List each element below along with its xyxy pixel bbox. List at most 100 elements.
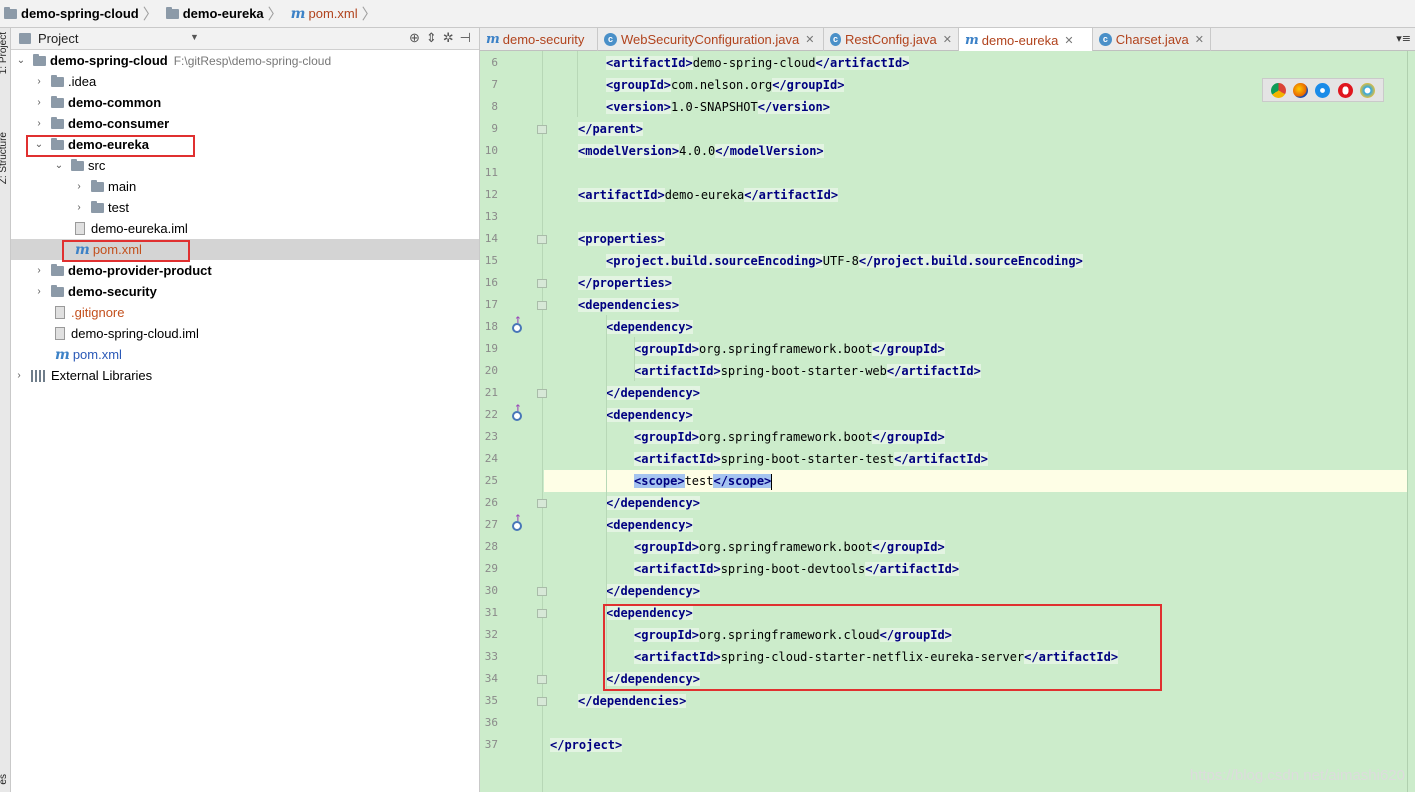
code-line: <properties> <box>544 228 1415 250</box>
tree-node-label: demo-eureka <box>68 137 149 152</box>
project-panel: Project ▼ ⊕ ⇕ ✲ ⊣ ⌄ demo-spring-cloud F:… <box>11 28 480 792</box>
fold-marker-icon[interactable] <box>537 675 547 684</box>
tree-node-idea[interactable]: › .idea <box>11 71 479 92</box>
tree-node-demo-spring-cloud-iml[interactable]: demo-spring-cloud.iml <box>11 323 479 344</box>
xml-open-tag: <version> <box>606 100 672 114</box>
tree-node-demo-spring-cloud[interactable]: ⌄ demo-spring-cloud F:\gitResp\demo-spri… <box>11 50 479 71</box>
xml-text: demo-eureka <box>664 188 745 202</box>
override-marker-icon[interactable]: ↑ <box>510 404 524 422</box>
xml-close-tag: </dependency> <box>606 584 700 598</box>
tree-node-demo-security[interactable]: › demo-security <box>11 281 479 302</box>
project-panel-title[interactable]: Project <box>38 31 79 46</box>
fold-marker-icon[interactable] <box>537 587 547 596</box>
chevron-down-icon[interactable]: ⌄ <box>34 139 44 150</box>
code-line: <dependency> <box>544 316 1415 338</box>
opera-icon[interactable] <box>1337 82 1353 98</box>
breadcrumb-item-file[interactable]: m pom.xml 〉 <box>287 0 381 28</box>
chevron-right-icon[interactable]: › <box>37 118 41 129</box>
close-icon[interactable]: ✕ <box>1194 34 1204 46</box>
tree-node-src[interactable]: ⌄ src <box>11 155 479 176</box>
line-number: 12 <box>484 188 498 201</box>
collapse-all-icon[interactable]: ⇕ <box>425 30 437 45</box>
code-line: </dependencies> <box>544 690 1415 712</box>
hide-panel-icon[interactable]: ⊣ <box>459 30 471 45</box>
code-line: <artifactId>spring-boot-devtools</artifa… <box>544 558 1415 580</box>
tab-restconfig[interactable]: c RestConfig.java ✕ <box>824 28 959 51</box>
tree-node-demo-consumer[interactable]: › demo-consumer <box>11 113 479 134</box>
chevron-right-icon[interactable]: › <box>77 202 81 213</box>
fold-marker-icon[interactable] <box>537 279 547 288</box>
tree-node-gitignore[interactable]: .gitignore <box>11 302 479 323</box>
fold-marker-icon[interactable] <box>537 301 547 310</box>
chevron-down-icon[interactable]: ⌄ <box>54 160 64 171</box>
close-icon[interactable]: ✕ <box>942 34 952 46</box>
tree-node-demo-provider-product[interactable]: › demo-provider-product <box>11 260 479 281</box>
xml-text: test <box>684 474 714 488</box>
chevron-down-icon[interactable]: ⌄ <box>16 55 26 66</box>
module-folder-icon <box>51 263 64 276</box>
xml-open-tag: <scope> <box>634 474 685 488</box>
bottom-tool-tab[interactable]: es <box>0 774 9 785</box>
fold-marker-icon[interactable] <box>537 609 547 618</box>
gear-icon[interactable]: ✲ <box>442 30 454 45</box>
tree-node-demo-common[interactable]: › demo-common <box>11 92 479 113</box>
tree-node-demo-eureka-iml[interactable]: demo-eureka.iml <box>11 218 479 239</box>
tab-demo-eureka-active[interactable]: m demo-eureka ✕ <box>959 28 1093 52</box>
tree-node-test[interactable]: › test <box>11 197 479 218</box>
close-icon[interactable]: ✕ <box>1064 34 1074 47</box>
line-number: 26 <box>484 496 498 509</box>
chevron-right-icon[interactable]: › <box>37 76 41 87</box>
maven-icon: m <box>75 241 90 258</box>
tree-node-root-pom-xml[interactable]: m pom.xml <box>11 344 479 365</box>
editor-scrollbar[interactable] <box>1407 51 1415 792</box>
fold-marker-icon[interactable] <box>537 499 547 508</box>
module-folder-icon <box>51 95 64 108</box>
override-marker-icon[interactable]: ↑ <box>510 316 524 334</box>
structure-tool-tab[interactable]: Z: Structure <box>0 132 9 185</box>
close-icon[interactable]: ✕ <box>805 34 815 46</box>
code-line: </project> <box>544 734 1415 756</box>
code-line: <project.build.sourceEncoding>UTF-8</pro… <box>544 250 1415 272</box>
tab-websecurityconfiguration[interactable]: c WebSecurityConfiguration.java ✕ <box>598 28 824 51</box>
line-number: 27 <box>484 518 498 531</box>
code-line: </dependency> <box>544 668 1415 690</box>
tree-node-main[interactable]: › main <box>11 176 479 197</box>
tree-node-pom-xml-selected[interactable]: m pom.xml <box>11 239 479 260</box>
tab-demo-security[interactable]: m demo-security <box>480 28 598 51</box>
code-line: <artifactId>spring-boot-starter-test</ar… <box>544 448 1415 470</box>
tab-charset[interactable]: c Charset.java ✕ <box>1093 28 1211 51</box>
code-line: <artifactId>demo-eureka</artifactId> <box>544 184 1415 206</box>
chevron-right-icon[interactable]: › <box>77 181 81 192</box>
line-number: 17 <box>484 298 498 311</box>
code-line: <groupId>com.nelson.org</groupId> <box>544 74 1415 96</box>
breadcrumb-item-module[interactable]: demo-eureka 〉 <box>162 0 287 28</box>
chevron-right-icon[interactable]: › <box>37 265 41 276</box>
chrome-icon[interactable] <box>1270 82 1286 98</box>
fold-marker-icon[interactable] <box>537 697 547 706</box>
xml-open-tag: <artifactId> <box>578 188 665 202</box>
safari-icon[interactable] <box>1315 82 1331 98</box>
xml-open-tag: <artifactId> <box>634 364 721 378</box>
fold-marker-icon[interactable] <box>537 125 547 134</box>
module-folder-icon <box>51 116 64 129</box>
tab-overflow-menu-icon[interactable]: ▾≡ <box>1396 32 1411 45</box>
chevron-right-icon[interactable]: › <box>37 286 41 297</box>
tree-node-external-libraries[interactable]: › External Libraries <box>11 365 479 386</box>
breadcrumb-item-project[interactable]: demo-spring-cloud 〉 <box>0 0 162 28</box>
line-number: 31 <box>484 606 498 619</box>
chevron-right-icon[interactable]: › <box>37 97 41 108</box>
tree-node-demo-eureka[interactable]: ⌄ demo-eureka <box>11 134 479 155</box>
firefox-icon[interactable] <box>1293 82 1309 98</box>
override-marker-icon[interactable]: ↑ <box>510 514 524 532</box>
fold-marker-icon[interactable] <box>537 235 547 244</box>
fold-marker-icon[interactable] <box>537 389 547 398</box>
ie-icon[interactable] <box>1360 82 1376 98</box>
line-number: 6 <box>491 56 498 69</box>
view-dropdown-chevron-icon[interactable]: ▼ <box>190 32 199 42</box>
chevron-right-icon[interactable]: › <box>17 370 21 381</box>
tree-node-label: .idea <box>68 74 97 89</box>
project-tool-tab[interactable]: 1: Project <box>0 32 9 75</box>
locate-icon[interactable]: ⊕ <box>408 30 420 45</box>
